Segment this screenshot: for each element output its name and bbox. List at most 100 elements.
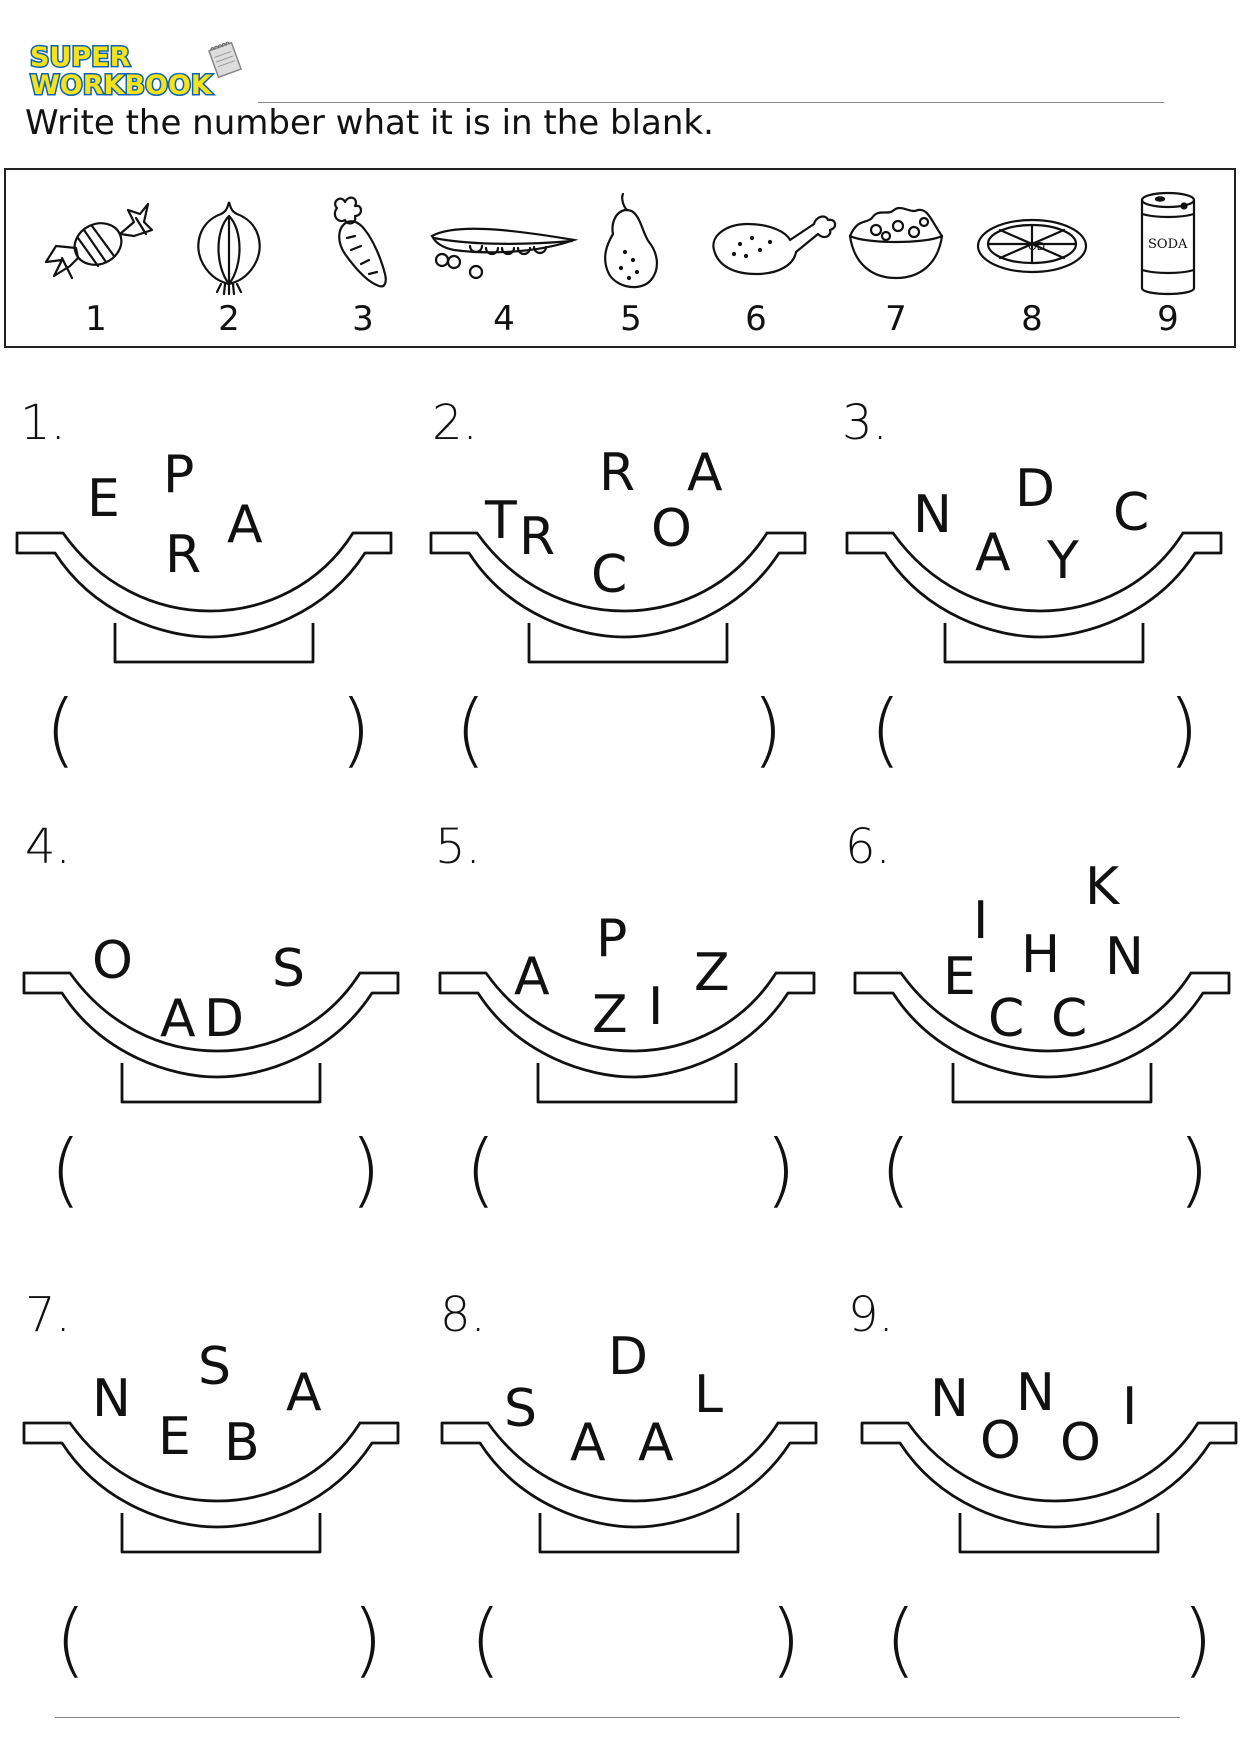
key-number: 2 <box>218 299 240 339</box>
svg-text:SODA: SODA <box>1148 237 1188 252</box>
key-item-3: 3 <box>303 188 423 338</box>
answer-open-paren: ( <box>465 1123 497 1216</box>
key-item-6: 6 <box>696 188 846 338</box>
word-bowl-9: N O N O I <box>860 1345 1240 1645</box>
scrambled-letter: Y <box>1047 531 1079 591</box>
scrambled-letter: O <box>980 1411 1021 1471</box>
scrambled-letter: C <box>1113 483 1150 543</box>
word-bowl-2: T R C R O A <box>429 447 809 755</box>
svg-text:OD: OD <box>1028 240 1045 253</box>
word-bowl-1: E P R A <box>15 449 395 755</box>
name-line <box>258 102 1164 103</box>
scrambled-letter: C <box>1051 989 1088 1049</box>
answer-close-paren: ) <box>765 1123 797 1216</box>
scrambled-letter: Z <box>592 985 628 1045</box>
key-item-2: 2 <box>169 188 289 338</box>
scrambled-letter: R <box>599 443 636 503</box>
key-number: 9 <box>1157 299 1179 339</box>
word-bowl-8: S A D A L <box>440 1331 820 1645</box>
scrambled-letter: C <box>591 545 628 605</box>
chicken-leg-icon <box>712 215 837 276</box>
scrambled-letter: D <box>608 1327 649 1387</box>
question-number: 5. <box>435 819 481 875</box>
logo-line-2: WORKBOOK <box>29 70 214 101</box>
answer-open-paren: ( <box>455 683 487 776</box>
scrambled-letter: I <box>1122 1377 1138 1437</box>
pizza-icon: OD <box>976 218 1088 274</box>
scrambled-letter: B <box>224 1413 260 1473</box>
logo-line-1: SUPER <box>28 42 131 73</box>
answer-blank-7[interactable] <box>92 1610 342 1680</box>
scrambled-letter: N <box>1016 1363 1055 1423</box>
answer-blank-9[interactable] <box>922 1610 1172 1680</box>
word-bowl-3: N A D Y C <box>845 455 1225 755</box>
scrambled-letter: S <box>198 1337 232 1397</box>
key-number: 7 <box>885 299 907 339</box>
scrambled-letter: O <box>92 931 133 991</box>
scrambled-letter: A <box>286 1363 322 1423</box>
key-number: 6 <box>745 299 767 339</box>
question-number: 8. <box>440 1287 486 1343</box>
picture-key-box: 1 2 3 <box>4 168 1236 348</box>
salad-icon <box>848 206 944 280</box>
answer-open-paren: ( <box>55 1593 87 1686</box>
word-bowl-7: N E S B A <box>22 1341 402 1645</box>
question-number: 1. <box>20 395 66 451</box>
scrambled-letter: A <box>687 443 723 503</box>
scrambled-letter: O <box>651 499 692 559</box>
answer-close-paren: ) <box>1182 1593 1214 1686</box>
answer-blank-6[interactable] <box>918 1140 1168 1210</box>
answer-blank-8[interactable] <box>508 1610 758 1680</box>
footer-rule <box>55 1717 1180 1718</box>
scrambled-letter: H <box>1021 925 1061 985</box>
answer-open-paren: ( <box>885 1593 917 1686</box>
scrambled-letter: N <box>92 1369 131 1429</box>
key-item-7: 7 <box>836 188 956 338</box>
answer-close-paren: ) <box>340 683 372 776</box>
scrambled-letter: L <box>694 1365 723 1425</box>
key-item-9: SODA 9 <box>1108 188 1218 338</box>
answer-blank-3[interactable] <box>908 700 1158 770</box>
instruction-text: Write the number what it is in the blank… <box>25 103 714 143</box>
scrambled-letter: S <box>272 939 306 999</box>
scrambled-letter: C <box>988 989 1025 1049</box>
question-number: 2. <box>432 395 478 451</box>
scrambled-letter: N <box>913 485 952 545</box>
scrambled-letter: E <box>87 469 120 529</box>
scrambled-letter: A <box>514 947 550 1007</box>
answer-close-paren: ) <box>350 1123 382 1216</box>
scrambled-letter: S <box>504 1379 538 1439</box>
answer-open-paren: ( <box>50 1123 82 1216</box>
question-number: 9. <box>848 1287 894 1343</box>
scrambled-letter: D <box>1015 459 1056 519</box>
key-item-1: 1 <box>36 188 156 338</box>
scrambled-letter: P <box>163 445 195 505</box>
answer-blank-4[interactable] <box>88 1140 338 1210</box>
soda-can-icon: SODA <box>1140 191 1196 296</box>
peas-icon <box>430 227 579 280</box>
scrambled-letter: Z <box>694 943 730 1003</box>
answer-blank-2[interactable] <box>492 700 742 770</box>
scrambled-letter: P <box>596 909 628 969</box>
scrambled-letter: I <box>973 891 989 951</box>
question-number: 7. <box>25 1287 71 1343</box>
candy-icon <box>44 202 154 280</box>
scrambled-letter: A <box>638 1413 674 1473</box>
key-number: 1 <box>85 299 107 339</box>
answer-blank-5[interactable] <box>502 1140 752 1210</box>
scrambled-letter: A <box>975 523 1011 583</box>
scrambled-letter: N <box>1105 927 1144 987</box>
question-number: 4. <box>25 819 71 875</box>
answer-open-paren: ( <box>880 1123 912 1216</box>
answer-close-paren: ) <box>1178 1123 1210 1216</box>
onion-icon <box>197 201 261 296</box>
scrambled-letter: A <box>227 495 263 555</box>
answer-blank-1[interactable] <box>80 700 330 770</box>
key-item-8: OD 8 <box>972 188 1092 338</box>
answer-open-paren: ( <box>870 683 902 776</box>
scrambled-letter: A <box>570 1413 606 1473</box>
answer-close-paren: ) <box>752 683 784 776</box>
word-bowl-4: O A D S <box>22 895 402 1195</box>
pear-icon <box>604 192 658 289</box>
